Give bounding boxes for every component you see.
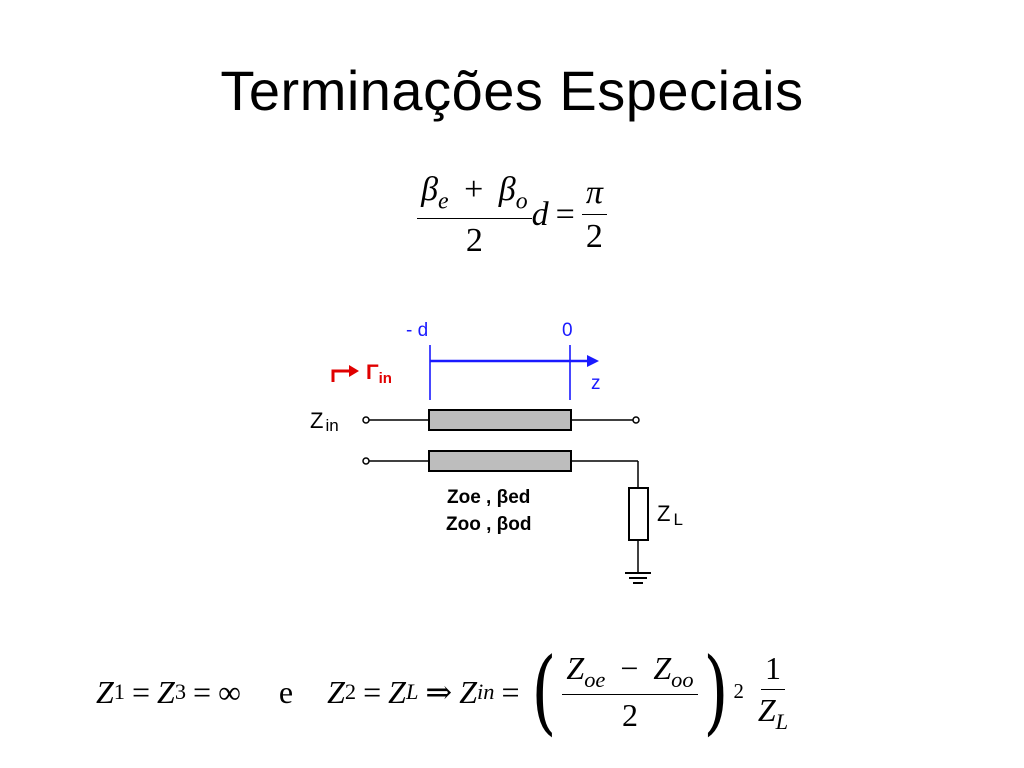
fraction-denominator: 2 xyxy=(585,218,603,256)
equals-sign: = xyxy=(363,673,382,710)
z1-symbol: Z xyxy=(96,673,114,710)
equals-sign: = xyxy=(193,673,212,710)
axis-label-minus-d: - d xyxy=(406,320,428,341)
zin-symbol: Z xyxy=(459,673,478,710)
z2-symbol: Z xyxy=(327,673,345,710)
minus-sign: − xyxy=(620,649,639,686)
fraction-numerator: 1 xyxy=(761,650,785,690)
gamma-symbol: Γ xyxy=(366,361,379,384)
top-conductor xyxy=(362,409,640,431)
z3-symbol: Z xyxy=(157,673,175,710)
equals-sign: = xyxy=(555,195,575,233)
plus-sign: + xyxy=(464,171,484,208)
subscript-oo: oo xyxy=(671,666,694,692)
length-d: d xyxy=(531,195,549,233)
right-paren: ) xyxy=(702,638,729,745)
fraction-numerator: βe + βo xyxy=(417,170,532,219)
gamma-subscript: in xyxy=(379,370,392,387)
fraction-denominator: ZL xyxy=(754,690,792,735)
conjunction-e: e xyxy=(278,673,294,710)
zl-subscript: L xyxy=(673,510,682,529)
zl-symbol: Z xyxy=(657,501,670,526)
subscript-in: in xyxy=(477,679,495,704)
odd-mode-label: Zoo , βod xyxy=(446,514,531,535)
fraction-denominator: 2 xyxy=(621,697,638,734)
fraction-denominator: 2 xyxy=(465,221,483,259)
axis-label-zero: 0 xyxy=(562,320,573,341)
subscript-oe: oe xyxy=(584,666,606,692)
equals-sign: = xyxy=(501,673,520,710)
zl-symbol: Z xyxy=(757,691,776,728)
beta-symbol: β xyxy=(421,171,439,208)
implies-arrow: ⇒ xyxy=(425,674,453,710)
zin-symbol: Z xyxy=(310,408,323,433)
even-mode-label: Zoe , βed xyxy=(447,487,530,508)
load-resistor-icon xyxy=(628,487,649,573)
pi-half-fraction: π 2 xyxy=(581,173,607,256)
axis-label-z: z xyxy=(591,373,601,394)
subscript-1: 1 xyxy=(113,679,125,704)
left-paren: ( xyxy=(531,638,558,745)
infinity-symbol: ∞ xyxy=(218,673,241,710)
subscript-l: L xyxy=(775,708,789,734)
reflection-arrow-icon xyxy=(331,365,359,382)
subscript-3: 3 xyxy=(174,679,187,704)
phase-condition-equation: βe + βo 2 d = π 2 xyxy=(0,170,1024,260)
beta-average-fraction: βe + βo 2 xyxy=(417,170,532,260)
reciprocal-load-fraction: 1 ZL xyxy=(754,650,792,734)
subscript-l: L xyxy=(405,679,419,704)
gamma-in-label: Γin xyxy=(366,361,392,387)
zl-symbol: Z xyxy=(388,673,406,710)
bottom-conductor xyxy=(362,450,639,488)
pi-symbol: π xyxy=(581,173,607,216)
z-axis xyxy=(429,345,599,400)
ground-icon xyxy=(625,572,651,584)
zin-subscript: in xyxy=(325,416,338,435)
mode-difference-fraction: Zoe − Zoo 2 xyxy=(562,649,698,734)
zoo-symbol: Z xyxy=(653,649,672,686)
subscript-o: o xyxy=(515,188,528,215)
slide-title: Terminações Especiais xyxy=(220,59,804,122)
subscript-2: 2 xyxy=(344,679,357,704)
beta-symbol: β xyxy=(498,171,516,208)
zoe-symbol: Z xyxy=(566,649,585,686)
squared-exponent: 2 xyxy=(733,680,744,703)
fraction-numerator: Zoe − Zoo xyxy=(562,649,698,696)
equals-sign: = xyxy=(132,673,151,710)
subscript-e: e xyxy=(438,188,449,215)
